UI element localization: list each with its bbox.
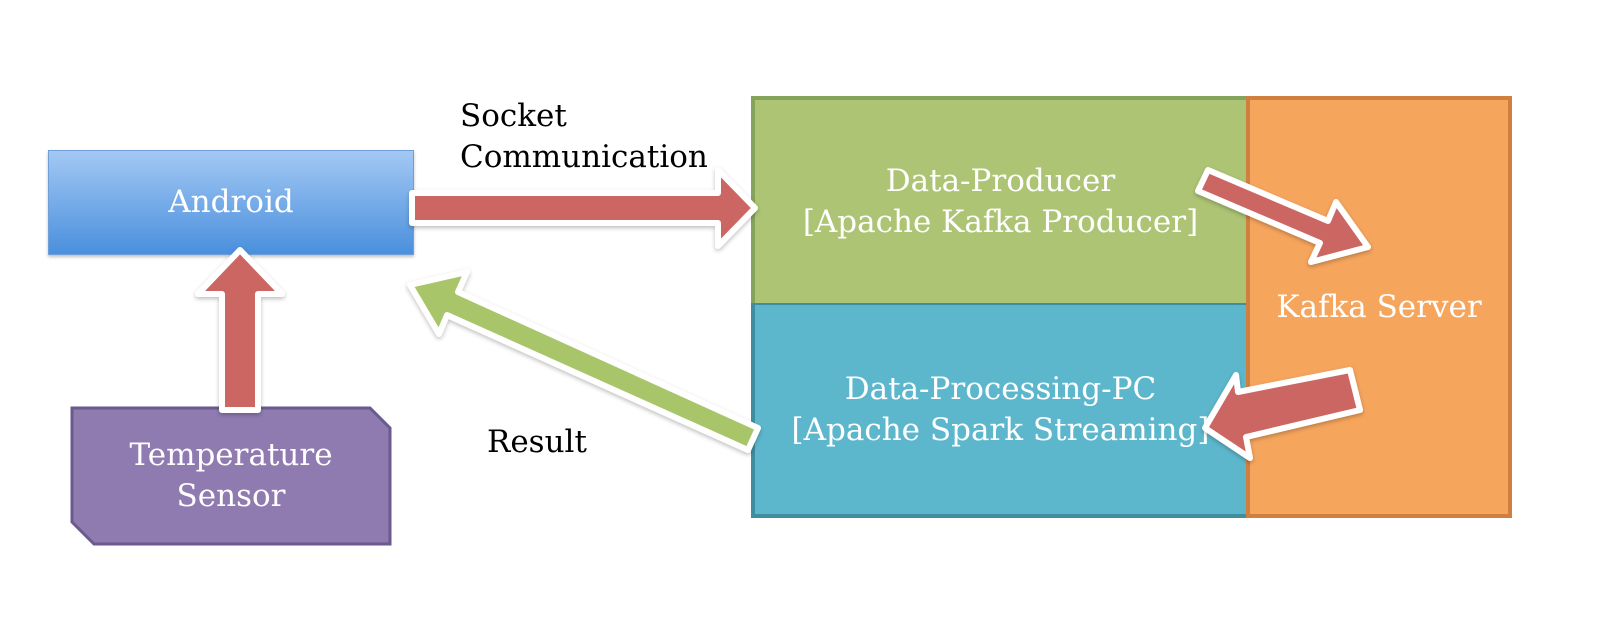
temperature-sensor-shape [70,406,392,546]
result-arrow [407,269,761,453]
data-producer-label: Data-Producer [Apache Kafka Producer] [802,162,1199,240]
kafka-server-label: Kafka Server [1276,288,1482,325]
temperature-sensor-label: Temperature Sensor [129,437,333,514]
producer-to-kafka-arrow [1195,167,1371,265]
kafka-to-processing-arrow [1202,367,1363,461]
socket-communication-label: Socket Communication [460,98,708,175]
sensor-to-android-arrow [195,247,285,413]
kafka-server-node: Kafka Server [1246,96,1512,518]
android-label: Android [168,184,294,220]
data-processing-label: Data-Processing-PC [Apache Spark Streami… [791,370,1210,448]
socket-communication-arrow [409,167,758,249]
data-processing-node: Data-Processing-PC [Apache Spark Streami… [751,303,1250,518]
android-node: Android [48,150,414,255]
temperature-sensor-node: Temperature Sensor [72,408,390,544]
result-label: Result [487,424,587,460]
